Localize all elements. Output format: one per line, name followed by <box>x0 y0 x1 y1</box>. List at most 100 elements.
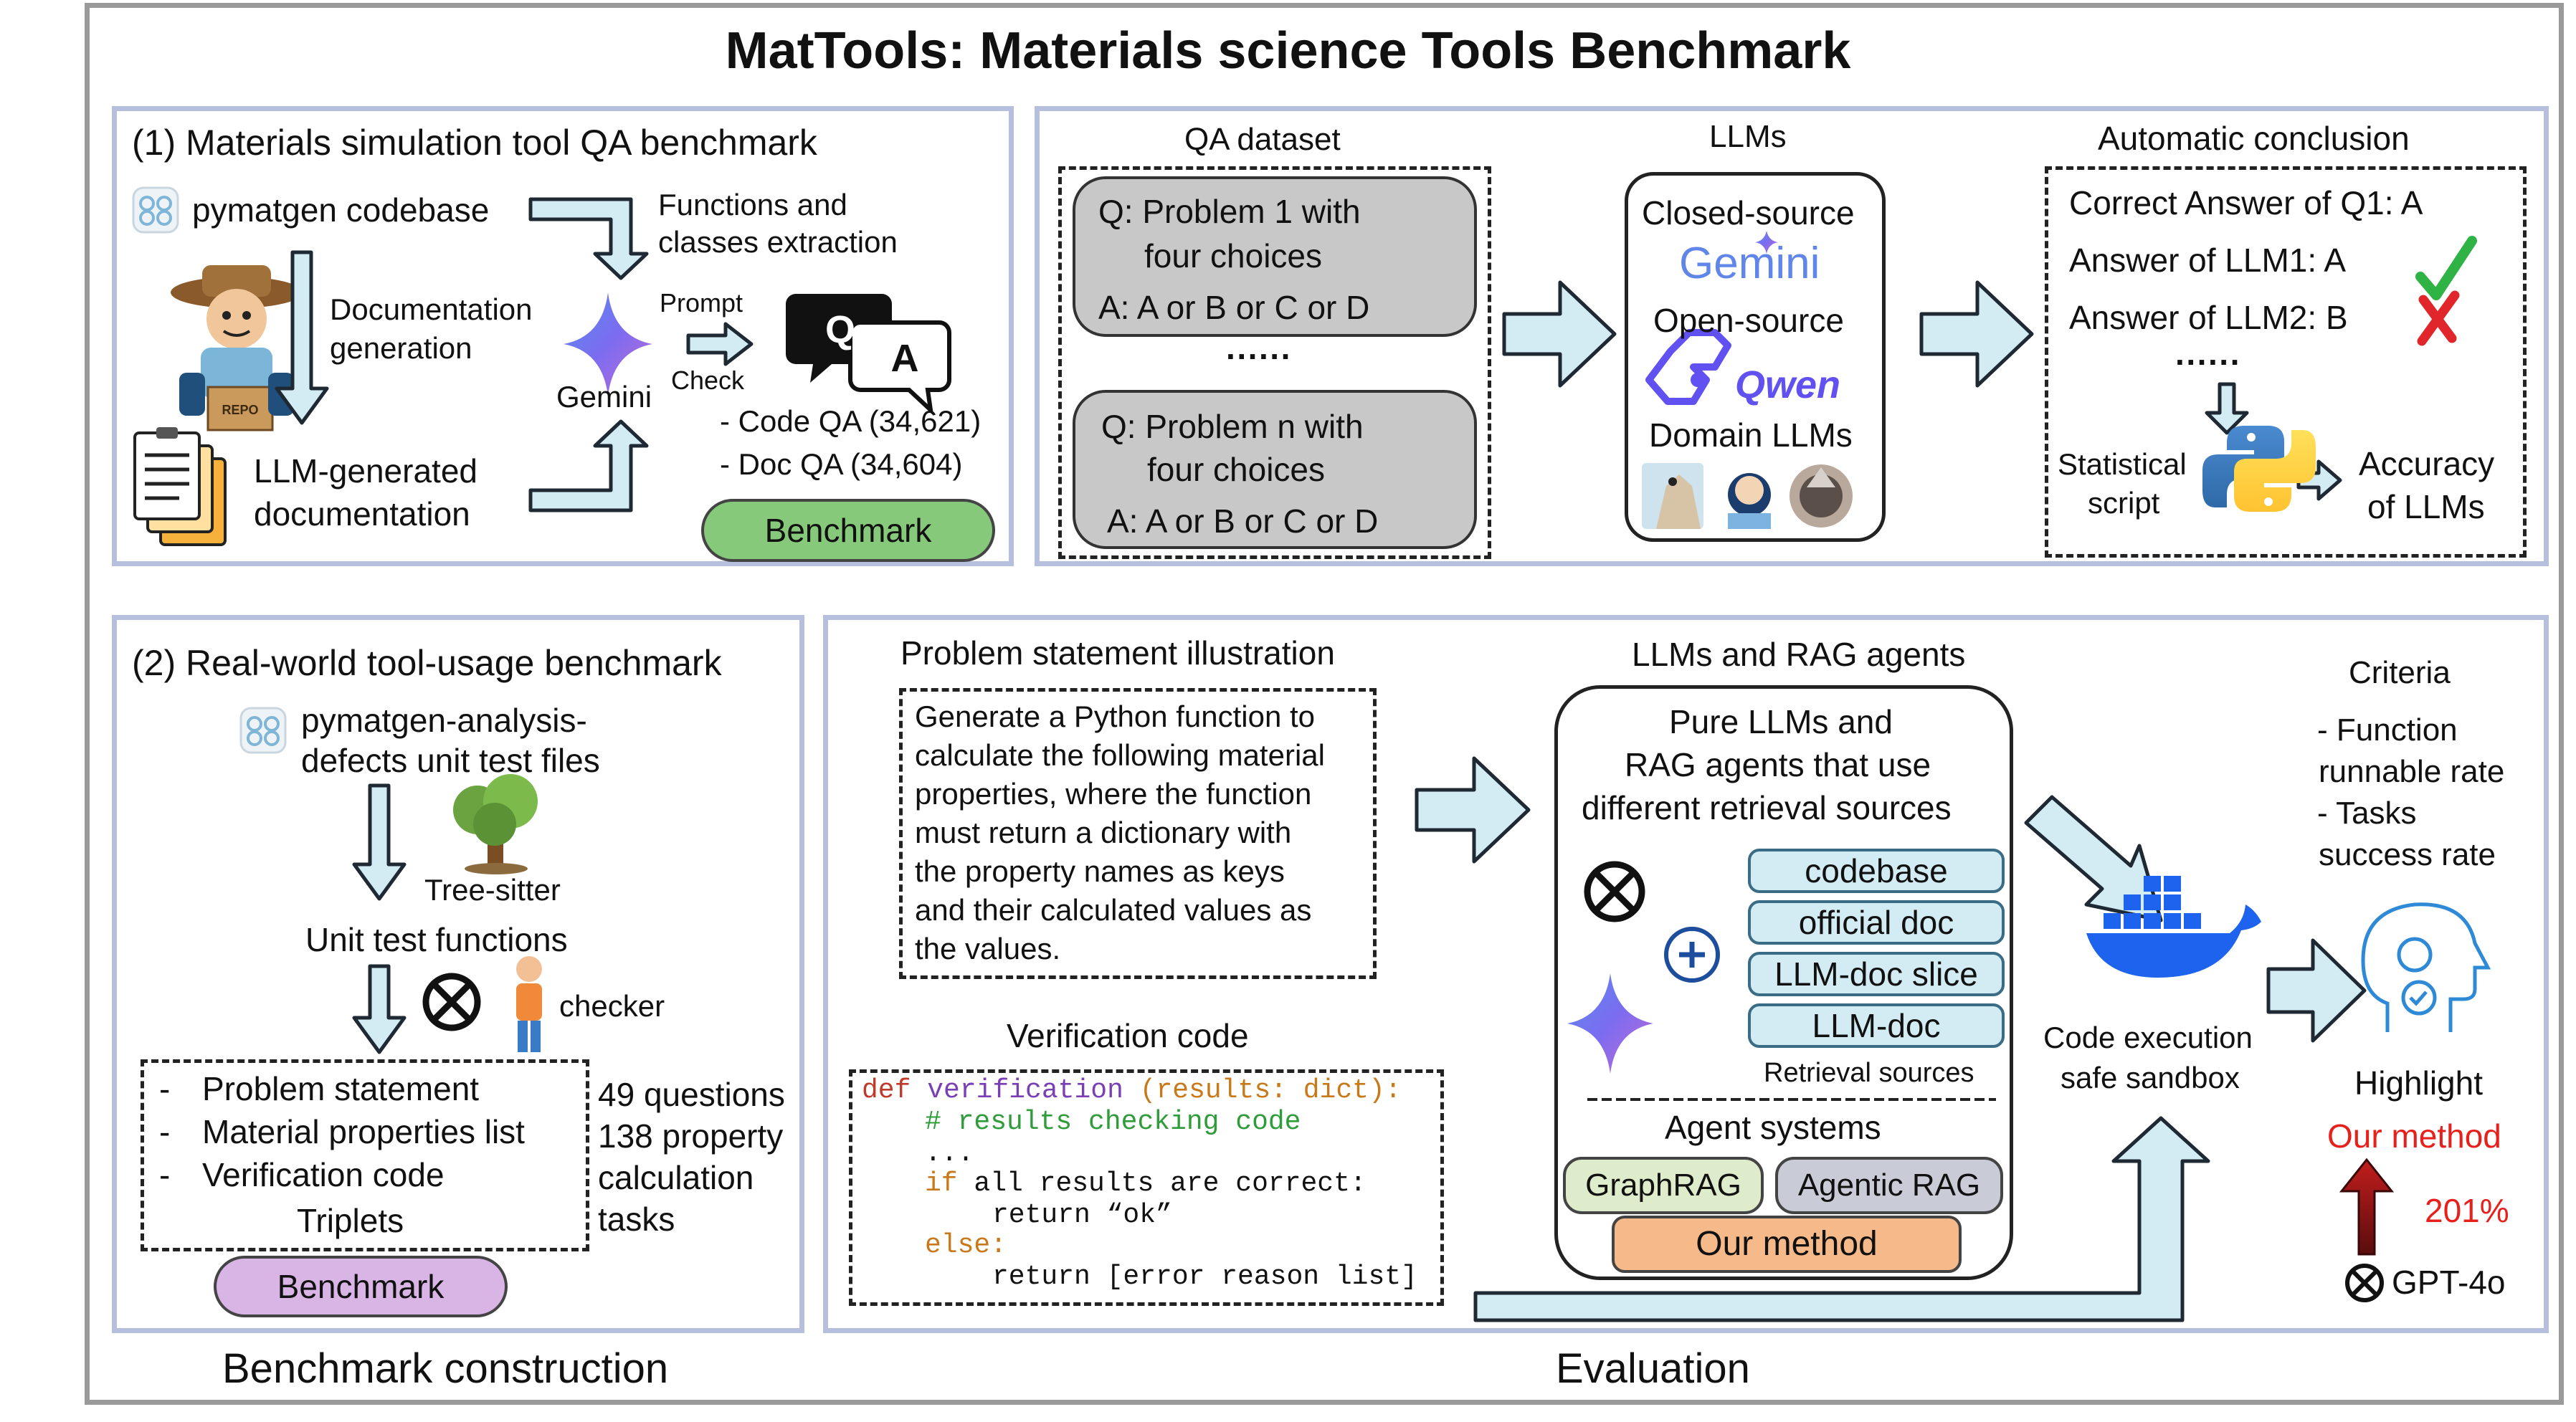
conclusion-ellipsis: ······ <box>2175 343 2241 381</box>
pymatgen-logo-icon <box>132 186 179 234</box>
gpt-label: GPT-4o <box>2392 1264 2506 1301</box>
highlight-our-method: Our method <box>2327 1117 2501 1155</box>
problem-line-4: must return a dictionary with <box>915 816 1292 849</box>
arrow-files-to-functions <box>352 783 407 901</box>
verification-code-box <box>849 1069 1444 1306</box>
benchmark-label-2: Benchmark <box>277 1268 445 1305</box>
benchmark-pill-purple: Benchmark <box>214 1256 508 1317</box>
criteria-line2: runnable rate <box>2319 754 2505 789</box>
source-llm-doc: LLM-doc <box>1748 1003 2005 1048</box>
code-function-name: verification <box>927 1075 1123 1106</box>
problem-line-1: Generate a Python function to <box>915 700 1316 733</box>
triplet-dash-1: - <box>159 1070 171 1107</box>
graphrag-box: GraphRAG <box>1563 1157 1764 1214</box>
arrow-rag-to-sandbox <box>2024 795 2163 922</box>
codebase-label: pymatgen codebase <box>192 191 490 229</box>
triplet-dash-2: - <box>159 1113 171 1150</box>
improvement-arrow <box>2339 1158 2395 1256</box>
correct-answer-label: Correct Answer of Q1: A <box>2069 184 2423 221</box>
svg-text:Q: Q <box>825 308 855 351</box>
rag-desc-line3: different retrieval sources <box>1582 789 1952 826</box>
problem-line-2: calculate the following material <box>915 738 1325 772</box>
code-qa-label: - Code QA (34,621) <box>720 404 982 438</box>
domain-llm-avatars-icon <box>1642 463 1853 529</box>
svg-text:A: A <box>891 337 919 380</box>
triplets-label: Triplets <box>297 1202 404 1239</box>
code-if-condition: all results are correct: <box>974 1168 1367 1199</box>
source-codebase-label: codebase <box>1805 852 1948 889</box>
source-official-doc: official doc <box>1748 900 2005 945</box>
pymatgen-logo-icon-2 <box>239 707 287 754</box>
qwen-logo-icon <box>1645 329 1731 405</box>
section2-heading: (2) Real-world tool-usage benchmark <box>132 643 722 683</box>
code-if-keyword: if <box>925 1168 958 1199</box>
openai-logo-icon-gpt <box>2345 1264 2384 1302</box>
question-n-card <box>1073 390 1477 549</box>
arrow-code-to-sandbox <box>1473 1116 2210 1322</box>
question-1-card <box>1073 176 1477 337</box>
q1-line2: four choices <box>1144 237 1323 275</box>
qn-answer: A: A or B or C or D <box>1107 502 1379 540</box>
checker-person-icon <box>516 956 542 1052</box>
tree-sitter-label: Tree-sitter <box>424 873 561 907</box>
page-title: MatTools: Materials science Tools Benchm… <box>725 22 1851 80</box>
source-llm-doc-slice-label: LLM-doc slice <box>1774 955 1978 993</box>
problem-line-7: the values. <box>915 932 1061 965</box>
footer-evaluation: Evaluation <box>1556 1345 1750 1392</box>
code-function-args: (results: dict): <box>1139 1075 1402 1106</box>
arrow-script-to-accuracy <box>2296 459 2342 501</box>
qa-dataset-box <box>1058 166 1491 559</box>
arrow-sandbox-to-criteria <box>2266 938 2367 1043</box>
auto-conclusion-title: Automatic conclusion <box>2098 120 2410 157</box>
arrow-llms-to-conclusion <box>1919 280 2034 388</box>
source-official-doc-label: official doc <box>1798 904 1954 941</box>
section1-heading: (1) Materials simulation tool QA benchma… <box>132 123 817 163</box>
llm-doc-line1: LLM-generated <box>254 452 477 490</box>
qn-line1: Q: Problem n with <box>1101 408 1364 445</box>
triplet-item-3: Verification code <box>202 1156 445 1193</box>
retrieval-sources-label: Retrieval sources <box>1764 1058 1974 1088</box>
cross-icon <box>2417 290 2460 346</box>
arrow-functions-to-triplets <box>352 964 407 1054</box>
gemini-star-icon-eval <box>1567 973 1653 1074</box>
agent-systems-label: Agent systems <box>1665 1109 1881 1146</box>
llms-box <box>1625 172 1886 542</box>
agentic-rag-label: Agentic RAG <box>1797 1168 1981 1203</box>
statistical-line1: Statistical <box>2058 447 2187 481</box>
check-label: Check <box>671 366 745 395</box>
our-method-box-label: Our method <box>1696 1225 1878 1263</box>
code-line-4: if all results are correct: <box>925 1168 1367 1199</box>
doc-qa-label: - Doc QA (34,604) <box>720 447 963 481</box>
problem-line-6: and their calculated values as <box>915 893 1312 927</box>
code-line-6: else: <box>925 1230 1007 1261</box>
docker-icon <box>2086 876 2261 978</box>
closed-source-label: Closed-source <box>1642 194 1855 232</box>
doc-generation-line1: Documentation <box>330 292 533 326</box>
code-line-5: return “ok” <box>992 1200 1172 1231</box>
gemini-star-icon <box>564 292 652 396</box>
gemini-label: Gemini <box>556 380 652 414</box>
graphrag-label: GraphRAG <box>1585 1168 1741 1203</box>
code-def-keyword: def <box>862 1075 911 1106</box>
tree-sitter-icon <box>453 774 538 874</box>
stats-line1: 49 questions <box>598 1076 785 1113</box>
source-codebase: codebase <box>1748 849 2005 893</box>
arrow-dataset-to-llms <box>1502 280 1617 388</box>
code-line-1: def verification (results: dict): <box>862 1075 1402 1106</box>
q1-line1: Q: Problem 1 with <box>1098 193 1361 230</box>
auto-conclusion-box <box>2045 166 2527 558</box>
qn-line2: four choices <box>1147 451 1326 488</box>
files-line2: defects unit test files <box>301 742 600 779</box>
document-stack-icon <box>133 427 227 546</box>
answer-llm1-label: Answer of LLM1: A <box>2069 242 2347 279</box>
doc-generation-line2: generation <box>330 331 472 365</box>
source-llm-doc-label: LLM-doc <box>1812 1007 1941 1044</box>
criteria-line3: - Tasks <box>2317 796 2417 831</box>
accuracy-line1: Accuracy <box>2359 445 2495 482</box>
stats-line3: calculation <box>598 1159 754 1196</box>
q1-answer: A: A or B or C or D <box>1098 289 1370 326</box>
llms-title: LLMs <box>1709 119 1787 154</box>
agentic-rag-box: Agentic RAG <box>1775 1157 2003 1214</box>
code-line-2: # results checking code <box>925 1107 1301 1137</box>
